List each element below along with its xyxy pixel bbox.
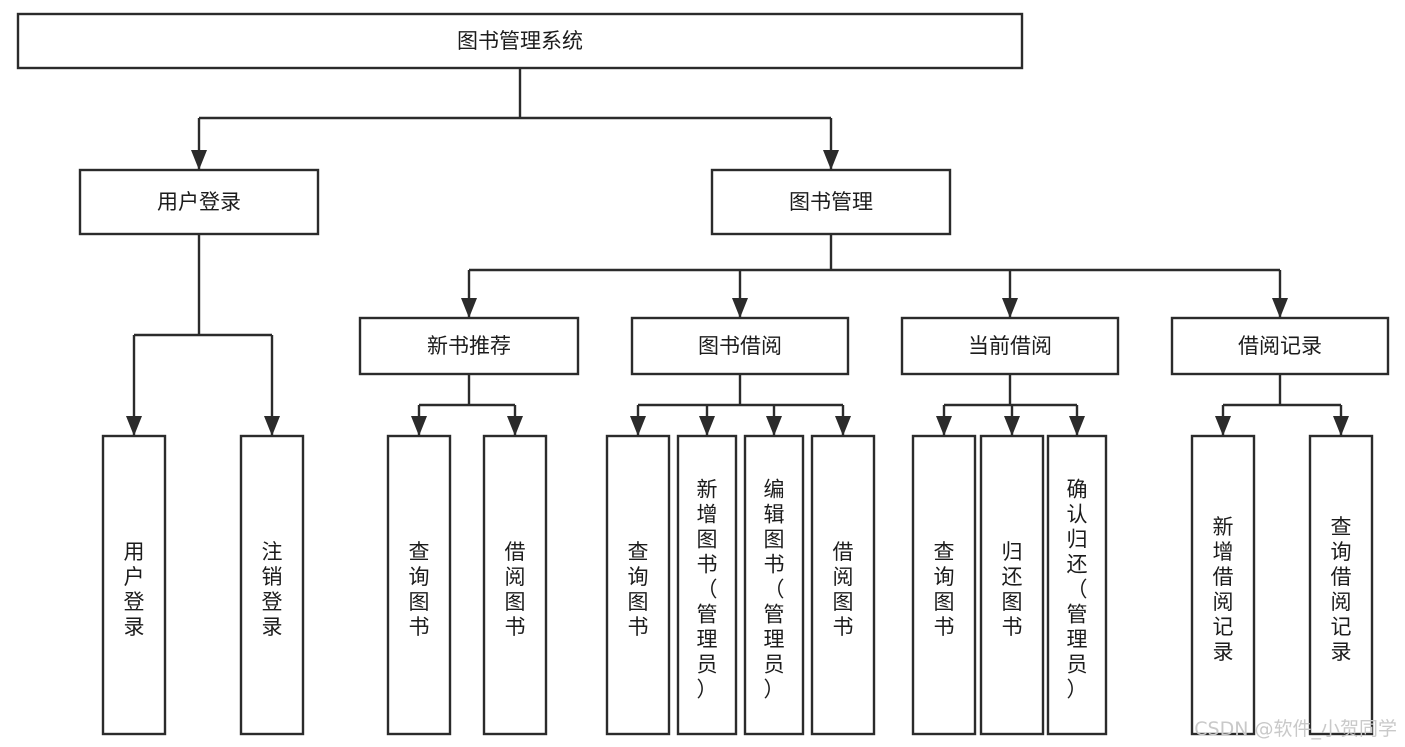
node-layer: 图书管理系统用户登录图书管理新书推荐图书借阅当前借阅借阅记录用户登录注销登录查询… — [16, 12, 1390, 736]
node-leaf-add-book[interactable]: 新增图书（管理员） — [676, 434, 738, 736]
node-root-图书管理系统[interactable]: 图书管理系统 — [16, 12, 1024, 70]
node-label: 新增借阅记录 — [1213, 515, 1234, 664]
node-box — [710, 168, 952, 236]
node-label: 借阅图书 — [505, 540, 526, 639]
node-leaf-query-book-1[interactable]: 查询图书 — [386, 434, 452, 736]
arrow-head-icon — [630, 416, 646, 436]
node-label: 图书管理 — [789, 190, 873, 214]
arrow-head-icon — [411, 416, 427, 436]
node-label: 查询借阅记录 — [1331, 515, 1352, 664]
node-leaf-query-book-3[interactable]: 查询图书 — [911, 434, 977, 736]
node-label: 用户登录 — [124, 540, 145, 639]
arrow-head-icon — [732, 298, 748, 318]
node-book-borrow[interactable]: 图书借阅 — [630, 316, 850, 376]
arrow-head-icon — [191, 150, 207, 170]
node-label: 确认归还（管理员） — [1067, 477, 1088, 701]
arrow-head-icon — [1004, 416, 1020, 436]
arrow-head-icon — [461, 298, 477, 318]
node-box — [1046, 434, 1108, 736]
node-box — [78, 168, 320, 236]
node-box — [605, 434, 671, 736]
node-book-manage[interactable]: 图书管理 — [710, 168, 952, 236]
arrow-head-icon — [1333, 416, 1349, 436]
node-new-book-recommend[interactable]: 新书推荐 — [358, 316, 580, 376]
arrow-head-icon — [835, 416, 851, 436]
node-label: 图书管理系统 — [457, 29, 583, 53]
node-label: 借阅记录 — [1238, 334, 1322, 358]
arrow-head-icon — [507, 416, 523, 436]
node-label: 查询图书 — [628, 540, 649, 639]
node-box — [911, 434, 977, 736]
node-label: 查询图书 — [409, 540, 430, 639]
arrow-head-icon — [766, 416, 782, 436]
node-leaf-edit-book[interactable]: 编辑图书（管理员） — [743, 434, 805, 736]
connector-layer — [126, 68, 1349, 436]
node-box — [482, 434, 548, 736]
node-box — [16, 12, 1024, 70]
node-label: 当前借阅 — [968, 334, 1052, 358]
node-current-borrow[interactable]: 当前借阅 — [900, 316, 1120, 376]
node-label: 借阅图书 — [833, 540, 854, 639]
node-box — [810, 434, 876, 736]
arrow-head-icon — [264, 416, 280, 436]
node-leaf-confirm-return[interactable]: 确认归还（管理员） — [1046, 434, 1108, 736]
node-label: 查询图书 — [934, 540, 955, 639]
node-leaf-return-book[interactable]: 归还图书 — [979, 434, 1045, 736]
arrow-head-icon — [1215, 416, 1231, 436]
node-box — [630, 316, 850, 376]
node-user-login[interactable]: 用户登录 — [78, 168, 320, 236]
node-box — [101, 434, 167, 736]
node-leaf-add-record[interactable]: 新增借阅记录 — [1190, 434, 1256, 736]
node-leaf-logout[interactable]: 注销登录 — [239, 434, 305, 736]
node-box — [358, 316, 580, 376]
node-box — [979, 434, 1045, 736]
node-label: 新书推荐 — [427, 334, 511, 358]
node-box — [386, 434, 452, 736]
node-leaf-user-login[interactable]: 用户登录 — [101, 434, 167, 736]
node-box — [1170, 316, 1390, 376]
node-borrow-record[interactable]: 借阅记录 — [1170, 316, 1390, 376]
node-box — [1308, 434, 1374, 736]
arrow-head-icon — [936, 416, 952, 436]
arrow-head-icon — [1272, 298, 1288, 318]
arrow-head-icon — [699, 416, 715, 436]
node-box — [1190, 434, 1256, 736]
node-box — [239, 434, 305, 736]
arrow-head-icon — [1002, 298, 1018, 318]
node-box — [676, 434, 738, 736]
node-label: 新增图书（管理员） — [697, 477, 718, 701]
node-label: 注销登录 — [262, 540, 283, 639]
arrow-head-icon — [126, 416, 142, 436]
node-box — [743, 434, 805, 736]
node-box — [900, 316, 1120, 376]
node-label: 编辑图书（管理员） — [764, 477, 785, 701]
node-leaf-query-record[interactable]: 查询借阅记录 — [1308, 434, 1374, 736]
node-label: 归还图书 — [1002, 540, 1023, 639]
node-leaf-query-book-2[interactable]: 查询图书 — [605, 434, 671, 736]
node-leaf-borrow-book-2[interactable]: 借阅图书 — [810, 434, 876, 736]
arrow-head-icon — [1069, 416, 1085, 436]
node-label: 图书借阅 — [698, 334, 782, 358]
node-label: 用户登录 — [157, 190, 241, 214]
arrow-head-icon — [823, 150, 839, 170]
node-leaf-borrow-book-1[interactable]: 借阅图书 — [482, 434, 548, 736]
